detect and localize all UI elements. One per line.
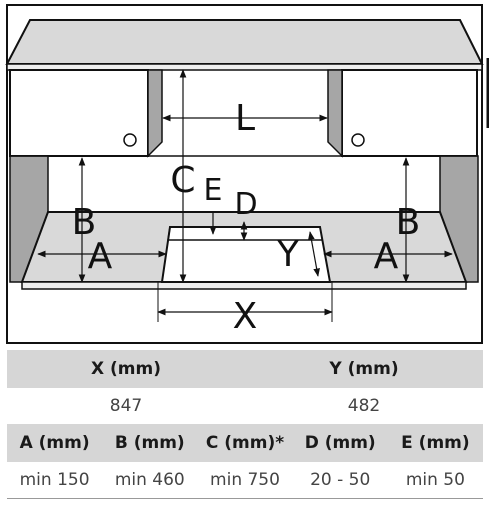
dimensions-table: X (mm) Y (mm) 847 482 A (mm) B (mm) C (m… <box>7 350 483 499</box>
value-d: 20 - 50 <box>310 470 371 490</box>
value-x: 847 <box>109 396 143 416</box>
label-l: L <box>235 98 255 139</box>
dim-y <box>308 231 320 277</box>
value-y: 482 <box>347 396 381 416</box>
right-cabinet-knob <box>351 133 365 147</box>
right-cabinet-side <box>327 69 343 158</box>
value-a: min 150 <box>19 470 90 490</box>
left-cabinet-knob <box>123 133 137 147</box>
label-a-left: A <box>88 236 113 277</box>
header-x: X (mm) <box>91 359 161 379</box>
left-cabinet-side <box>147 69 163 158</box>
label-y: Y <box>276 234 300 275</box>
label-c: C <box>170 160 195 201</box>
table-bottom-value-row: min 150 min 460 min 750 20 - 50 min 50 <box>7 462 483 498</box>
cabinet-top-front <box>6 63 483 71</box>
header-c: C (mm)* <box>205 433 285 453</box>
label-x: X <box>233 296 258 337</box>
label-b-left: B <box>72 202 97 243</box>
worktop-front-edge <box>21 281 467 290</box>
header-a: A (mm) <box>19 433 90 453</box>
value-e: min 50 <box>405 470 465 490</box>
cabinet-top <box>5 19 484 65</box>
label-e: E <box>204 173 223 208</box>
label-a-right: A <box>374 236 399 277</box>
table-top-value-row: 847 482 <box>7 388 483 424</box>
worktop-cutout <box>160 226 332 283</box>
label-d: D <box>234 187 257 222</box>
header-b: B (mm) <box>114 433 185 453</box>
value-c: min 750 <box>210 470 280 490</box>
table-top-header-row: X (mm) Y (mm) <box>7 350 483 388</box>
value-b: min 460 <box>114 470 185 490</box>
table-bottom-rule <box>7 498 483 499</box>
installation-diagram: L C E D Y X B B A A <box>5 4 489 344</box>
header-y: Y (mm) <box>329 359 399 379</box>
table-bottom-header-row: A (mm) B (mm) C (mm)* D (mm) E (mm) <box>7 424 483 462</box>
header-d: D (mm) <box>304 433 376 453</box>
header-e: E (mm) <box>401 433 470 453</box>
label-b-right: B <box>396 202 421 243</box>
